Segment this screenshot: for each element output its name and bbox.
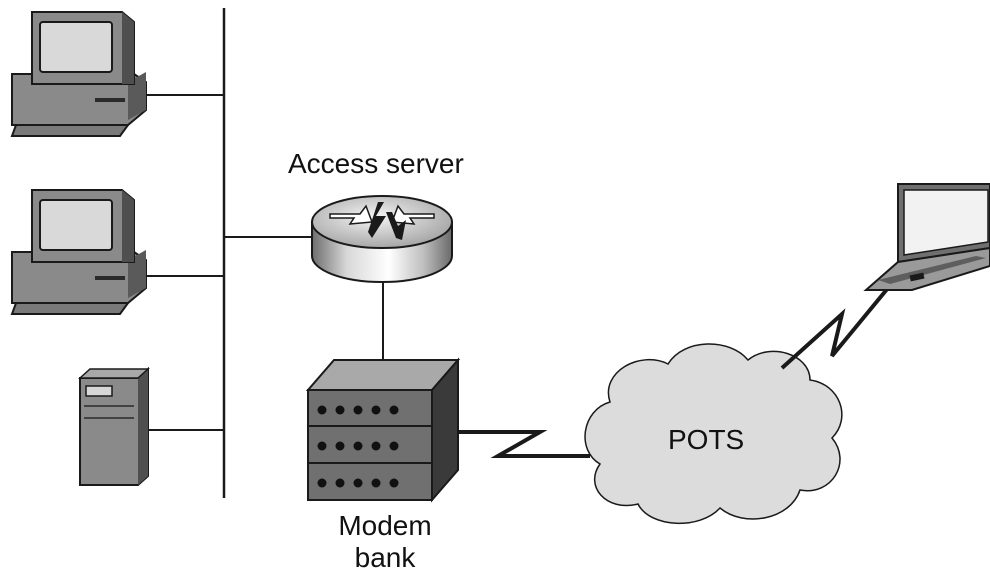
cloud-icon bbox=[584, 343, 843, 525]
server-tower-icon bbox=[78, 366, 150, 486]
workstation-icon bbox=[10, 11, 147, 137]
workstation-icon bbox=[10, 189, 147, 315]
pots-label: POTS bbox=[668, 424, 745, 455]
access-server-label: Access server bbox=[288, 148, 464, 179]
modem-bank-label-line-2: bank bbox=[354, 542, 416, 573]
modem-bank-label: Modem bank bbox=[330, 510, 440, 574]
router-icon bbox=[311, 195, 453, 283]
modem-bank-label-line-1: Modem bbox=[338, 510, 432, 541]
link-modem-cloud bbox=[458, 430, 590, 458]
laptop-icon bbox=[863, 183, 990, 291]
modem-bank-icon bbox=[305, 357, 461, 503]
link-cloud-laptop bbox=[780, 286, 890, 370]
